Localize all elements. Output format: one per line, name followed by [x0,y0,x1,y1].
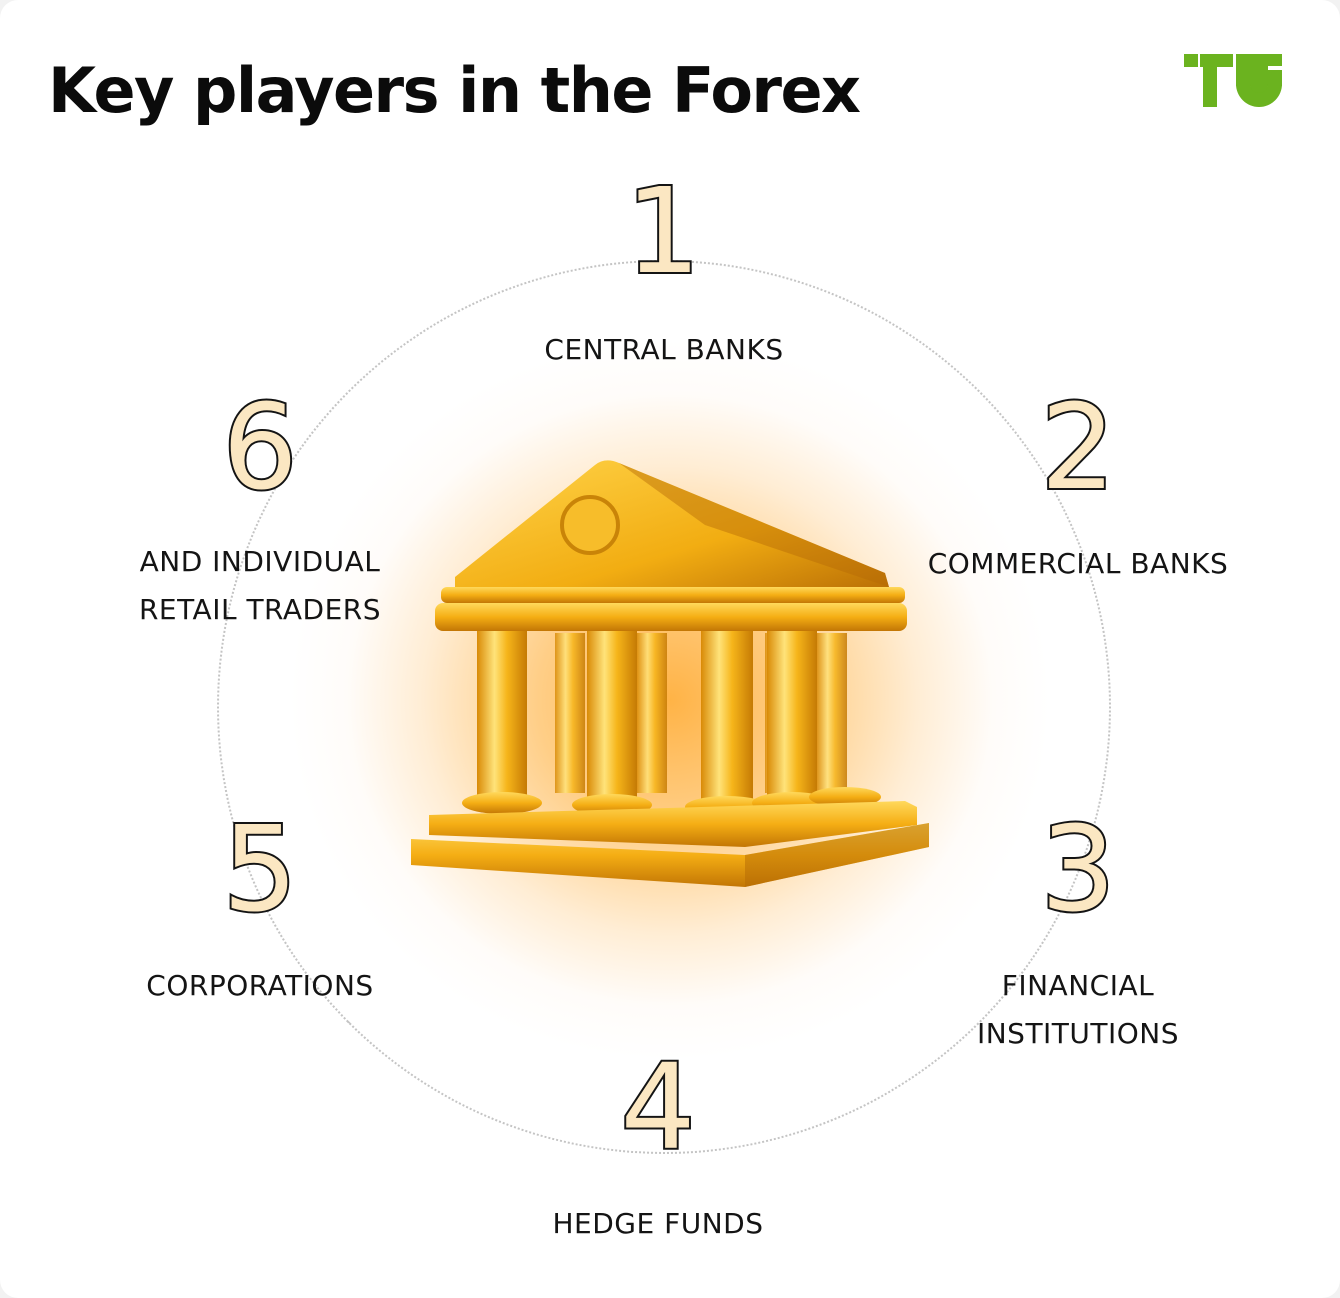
label-central-banks: CENTRAL BANKS [544,333,784,366]
number-3: 3 [1038,800,1117,938]
label-line: FINANCIAL [1001,969,1155,1002]
number-5: 5 [220,800,299,938]
tu-logo [1184,54,1282,107]
label-line: AND INDIVIDUAL [139,545,381,578]
number-2: 2 [1038,378,1117,516]
label-line: RETAIL TRADERS [138,593,382,626]
label-financial-institutions: FINANCIAL INSTITUTIONS [898,962,1258,1058]
number-1: 1 [623,162,702,300]
bank-building-icon [411,460,929,887]
center-glow [290,340,1050,1060]
page-title: Key players in the Forex [48,54,861,127]
label-hedge-funds: HEDGE FUNDS [552,1207,764,1240]
number-6: 6 [220,378,299,516]
dotted-ring [217,260,1111,1154]
number-4: 4 [618,1038,697,1176]
label-corporations: CORPORATIONS [146,969,374,1002]
label-retail-traders: AND INDIVIDUAL RETAIL TRADERS [80,538,440,634]
label-commercial-banks: COMMERCIAL BANKS [927,547,1229,580]
label-line: INSTITUTIONS [976,1017,1180,1050]
